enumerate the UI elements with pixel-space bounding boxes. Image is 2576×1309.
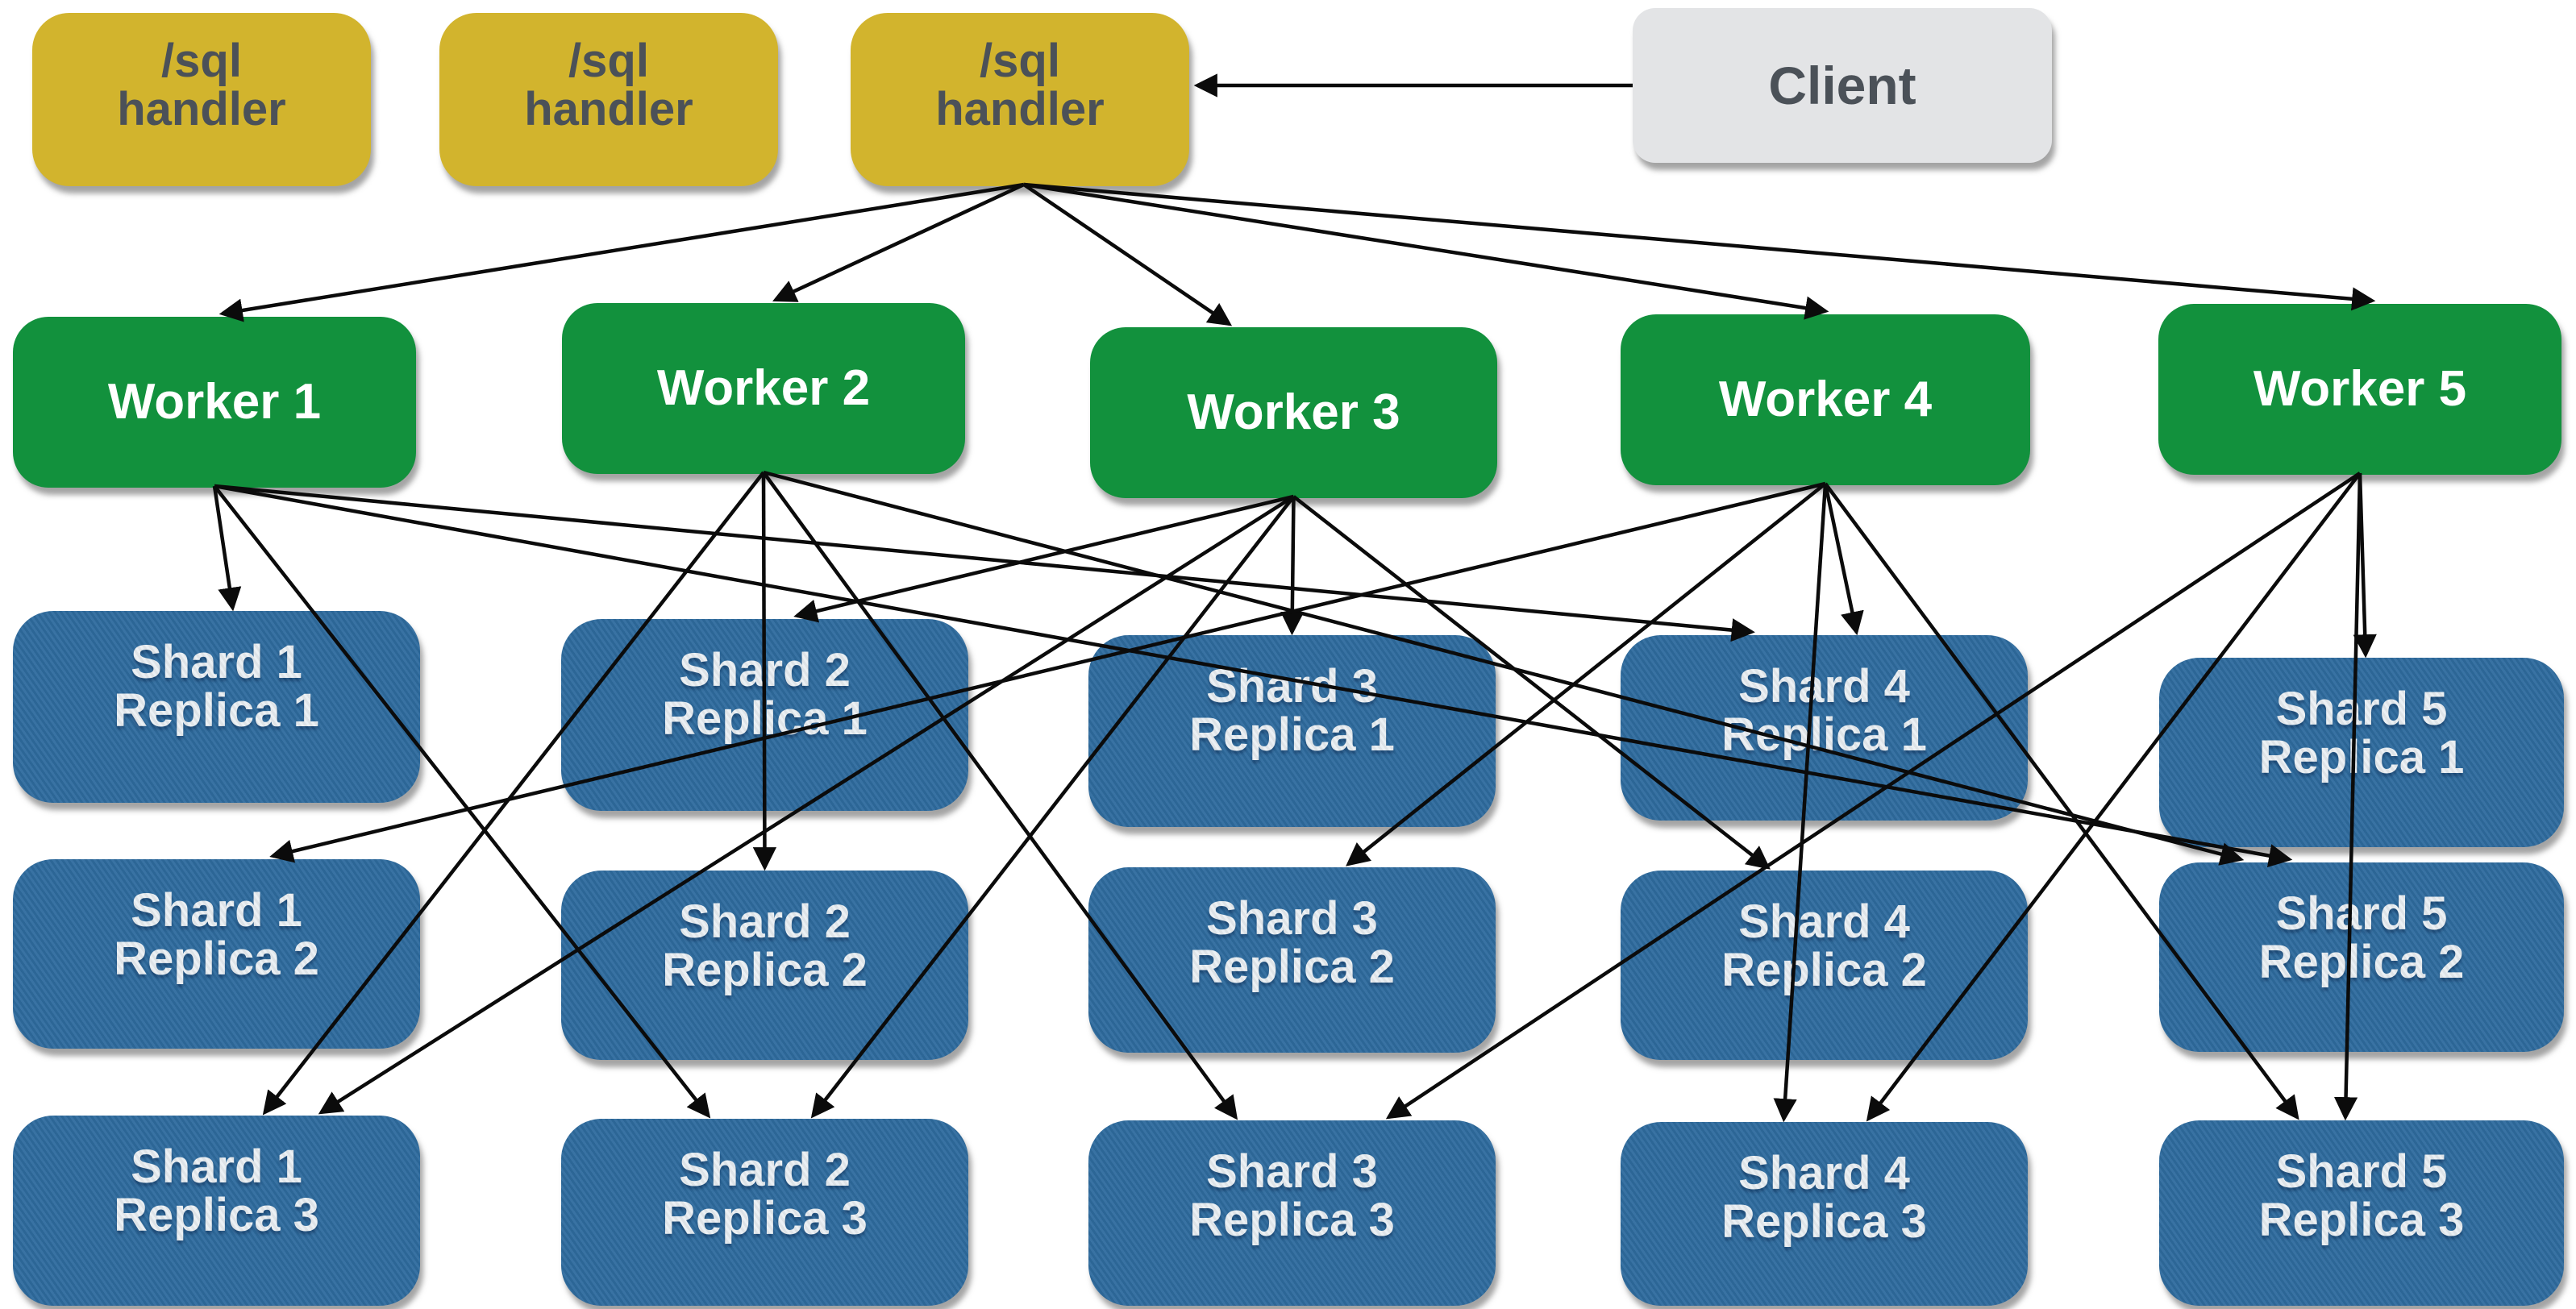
shard-3-replica-2-label: Shard 3 Replica 2 (1189, 892, 1395, 994)
worker-2-node: Worker 2 (562, 303, 965, 474)
worker-4-label: Worker 4 (1718, 371, 1933, 427)
edge-worker-4-to-shard-4-replica-1 (1823, 483, 1864, 636)
shard-3-replica-3-label: Shard 3 Replica 3 (1189, 1145, 1395, 1247)
edge-handler-3-to-worker-3 (1022, 183, 1233, 326)
handler-1-node: /sql handler (32, 13, 371, 186)
edge-worker-1-to-shard-1-replica-1 (212, 485, 242, 612)
shard-3-replica-1-label: Shard 3 Replica 1 (1189, 660, 1395, 762)
edge-handler-3-to-worker-4 (1023, 182, 1829, 320)
worker-1-label: Worker 1 (107, 373, 322, 430)
edge-worker-5-to-shard-5-replica-1 (2353, 472, 2377, 659)
client-label: Client (1768, 55, 1916, 115)
shard-3-replica-3-node: Shard 3 Replica 3 (1088, 1120, 1496, 1306)
shard-5-replica-3-label: Shard 5 Replica 3 (2258, 1145, 2465, 1247)
shard-1-replica-1-label: Shard 1 Replica 1 (114, 636, 319, 738)
shard-4-replica-2-node: Shard 4 Replica 2 (1621, 871, 2028, 1060)
handler-3-label: /sql handler (935, 35, 1105, 136)
shard-4-replica-3-node: Shard 4 Replica 3 (1621, 1122, 2028, 1306)
shard-5-replica-1-label: Shard 5 Replica 1 (2258, 683, 2465, 784)
shard-1-replica-2-label: Shard 1 Replica 2 (114, 884, 319, 986)
shard-2-replica-2-node: Shard 2 Replica 2 (561, 871, 968, 1060)
worker-1-node: Worker 1 (13, 317, 416, 488)
shard-1-replica-1-node: Shard 1 Replica 1 (13, 611, 420, 803)
shard-5-replica-2-node: Shard 5 Replica 2 (2159, 862, 2564, 1052)
client-node: Client (1633, 8, 2052, 163)
edge-worker-1-to-shard-4-replica-1 (214, 484, 1755, 642)
shard-2-replica-1-label: Shard 2 Replica 1 (662, 644, 868, 746)
shard-5-replica-3-node: Shard 5 Replica 3 (2159, 1120, 2564, 1306)
shard-5-replica-2-label: Shard 5 Replica 2 (2258, 887, 2465, 989)
shard-2-replica-3-label: Shard 2 Replica 3 (662, 1144, 868, 1245)
shard-2-replica-3-node: Shard 2 Replica 3 (561, 1119, 968, 1306)
edge-worker-3-to-shard-2-replica-1 (793, 494, 1295, 623)
worker-5-label: Worker 5 (2253, 360, 2467, 417)
shard-4-replica-1-label: Shard 4 Replica 1 (1721, 660, 1927, 762)
shard-2-replica-2-label: Shard 2 Replica 2 (662, 896, 868, 997)
edge-worker-3-to-shard-3-replica-1 (1280, 496, 1305, 636)
shard-5-replica-1-node: Shard 5 Replica 1 (2159, 658, 2564, 847)
shard-4-replica-2-label: Shard 4 Replica 2 (1721, 896, 1927, 997)
handler-3-node: /sql handler (851, 13, 1189, 186)
shard-1-replica-3-node: Shard 1 Replica 3 (13, 1116, 420, 1306)
worker-3-label: Worker 3 (1187, 384, 1400, 440)
handler-1-label: /sql handler (117, 35, 286, 136)
shard-2-replica-1-node: Shard 2 Replica 1 (561, 619, 968, 811)
handler-2-label: /sql handler (524, 35, 693, 136)
shard-3-replica-2-node: Shard 3 Replica 2 (1088, 867, 1496, 1053)
worker-4-node: Worker 4 (1621, 314, 2030, 485)
edge-handler-3-to-worker-1 (218, 182, 1025, 322)
worker-3-node: Worker 3 (1090, 327, 1497, 498)
edge-worker-4-to-shard-1-replica-2 (269, 481, 1826, 863)
shard-4-replica-3-label: Shard 4 Replica 3 (1721, 1147, 1927, 1249)
worker-5-node: Worker 5 (2158, 304, 2561, 475)
shard-4-replica-1-node: Shard 4 Replica 1 (1621, 635, 2028, 821)
edge-handler-3-to-worker-2 (772, 182, 1025, 302)
shard-1-replica-2-node: Shard 1 Replica 2 (13, 859, 420, 1049)
shard-1-replica-3-label: Shard 1 Replica 3 (114, 1141, 319, 1242)
worker-2-label: Worker 2 (656, 359, 871, 416)
shard-3-replica-1-node: Shard 3 Replica 1 (1088, 635, 1496, 827)
edge-handler-3-to-worker-5 (1023, 182, 2376, 311)
handler-2-node: /sql handler (439, 13, 778, 186)
